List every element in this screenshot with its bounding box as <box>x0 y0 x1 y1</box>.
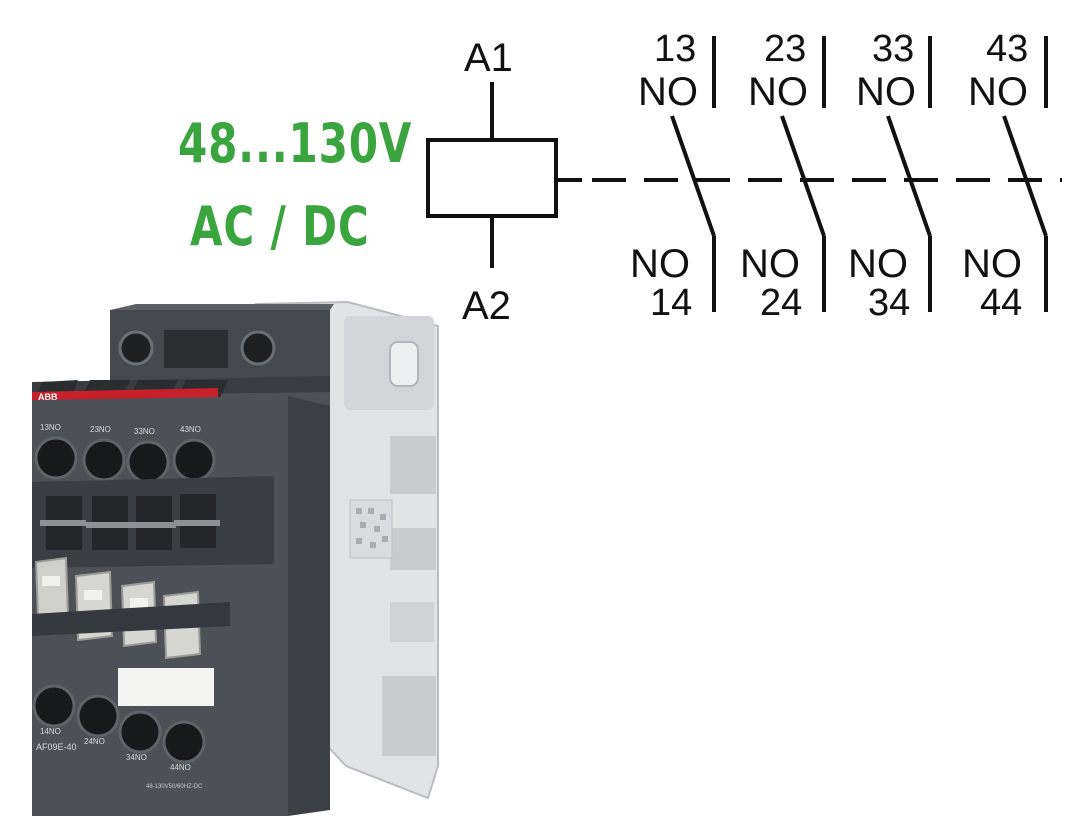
contact-3-symbol <box>886 36 932 312</box>
contactor-illustration: ABB 13NO 23NO 33NO 43NO <box>32 300 439 816</box>
bottom-terminal-label-2: 24NO <box>84 737 105 746</box>
top-terminal-label-2: 23NO <box>90 425 111 434</box>
top-terminal-label-1: 13NO <box>40 423 61 432</box>
front-body: ABB 13NO 23NO 33NO 43NO <box>32 304 334 816</box>
bottom-terminal-label-4: 44NO <box>170 763 191 772</box>
contact-2-bottom-number: 24 <box>760 282 803 324</box>
contact-4-bottom-label: NO <box>962 242 1022 286</box>
contact-2-top-label: NO <box>748 70 808 114</box>
bottom-terminal-label-3: 34NO <box>126 753 147 762</box>
contact-1-top-number: 13 <box>654 28 697 70</box>
voltage-type: AC / DC <box>190 195 370 258</box>
contact-3-bottom-label: NO <box>848 242 908 286</box>
voltage-range: 48...130V <box>178 112 413 175</box>
contact-2-symbol <box>780 36 826 312</box>
contact-4-bottom-number: 44 <box>980 282 1023 324</box>
contact-clips <box>32 556 230 706</box>
bottom-terminal-screws <box>32 684 206 764</box>
model-label: AF09E-40 <box>36 742 77 752</box>
contact-2-top-number: 23 <box>764 28 807 70</box>
contact-3-top-label: NO <box>856 70 916 114</box>
contact-3-top-number: 33 <box>872 28 915 70</box>
contact-1-bottom-number: 14 <box>650 282 693 324</box>
top-terminal-screws <box>34 436 216 484</box>
contact-1-top-label: NO <box>638 70 698 114</box>
top-terminal-label-3: 33NO <box>134 427 155 436</box>
bottom-terminal-label-1: 14NO <box>40 727 61 736</box>
contact-3-bottom-number: 34 <box>868 282 911 324</box>
coil-terminal-a1: A1 <box>464 36 513 80</box>
contact-4-top-number: 43 <box>986 28 1029 70</box>
contact-1-symbol <box>670 36 716 312</box>
contact-1-bottom-label: NO <box>630 242 690 286</box>
brand-logo: ABB <box>38 392 58 402</box>
coil-terminal-a2: A2 <box>462 284 511 328</box>
top-terminal-label-4: 43NO <box>180 425 201 434</box>
rating-label: 48-130V50/60HZ-DC <box>146 784 203 790</box>
contact-2-bottom-label: NO <box>740 242 800 286</box>
contact-4-symbol <box>1002 36 1048 312</box>
contact-4-top-label: NO <box>968 70 1028 114</box>
